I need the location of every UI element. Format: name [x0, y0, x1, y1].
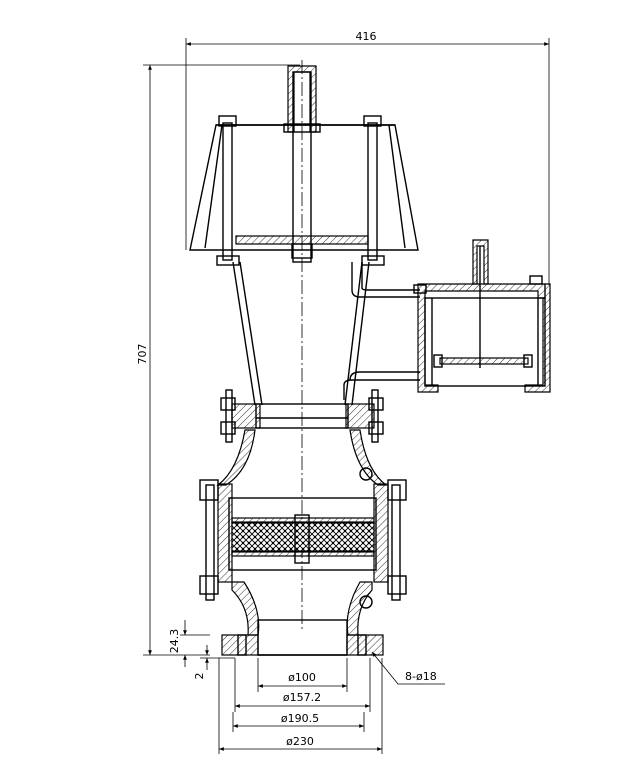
bolt-circle-diameter-label: ø190.5: [281, 712, 319, 725]
arrester-housing: [199, 429, 407, 609]
valve-body: [232, 261, 420, 406]
hood-bolts: [216, 115, 385, 266]
raised-face-label: 2: [193, 673, 206, 680]
weather-hood: [189, 124, 419, 251]
raised-face-diameter-label: ø157.2: [283, 691, 321, 704]
bore-diameter-label: ø100: [288, 671, 316, 684]
bolt-holes-label: 8-ø18: [405, 670, 437, 683]
vacuum-chamber: [413, 239, 551, 393]
pressure-pallet: [235, 235, 369, 259]
overall-height-label: 707: [136, 344, 149, 365]
flange-outer-diameter-label: ø230: [286, 735, 314, 748]
middle-flange: [220, 389, 384, 443]
inlet-flange: [221, 581, 384, 656]
dimension-lines: [143, 38, 550, 754]
overall-width-label: 416: [356, 30, 377, 43]
flange-thickness-label: 24.3: [168, 629, 181, 654]
